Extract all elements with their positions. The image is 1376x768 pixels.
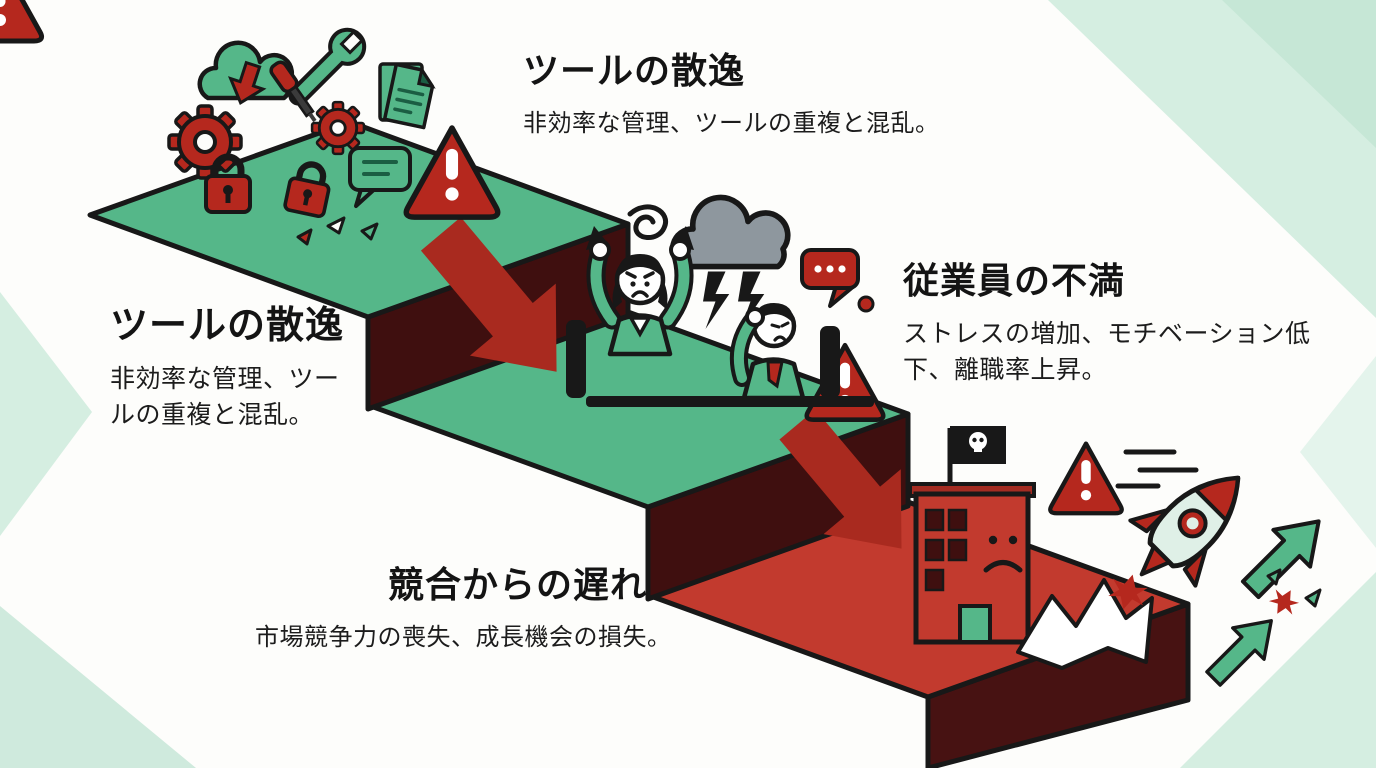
section-title: 競合からの遅れ xyxy=(388,565,648,606)
screwdriver-icon xyxy=(269,60,317,123)
padlock-icon xyxy=(283,161,331,219)
growth-arrow-icon xyxy=(1205,619,1273,687)
office-chair xyxy=(820,326,840,398)
section-description: 非効率な管理、ツールの重複と混乱。 xyxy=(110,364,340,429)
gear-icon xyxy=(167,104,243,180)
decline-arrow-2 xyxy=(779,409,902,549)
speech-bubble-icon xyxy=(348,146,412,208)
section-label-falling-behind: 競合からの遅れ 市場競争力の喪失、成長機会の損失。 xyxy=(255,556,895,654)
office-chair xyxy=(566,320,586,398)
break-burst-icon xyxy=(1108,574,1148,610)
motion-lines xyxy=(1115,449,1199,489)
section-label-employee-dissatisfaction: 従業員の不満 ストレスの増加、モチベーション低下、離職率上昇。 xyxy=(903,252,1321,387)
growth-arrow-icon xyxy=(1240,519,1321,600)
section-description: ストレスの増加、モチベーション低下、離職率上昇。 xyxy=(903,319,1311,384)
lightning-icon xyxy=(738,271,765,329)
debris-shards xyxy=(296,216,379,246)
frustration-scribble-icon xyxy=(627,204,669,240)
document-icon xyxy=(378,62,436,130)
section-title: ツールの散逸 xyxy=(523,51,746,92)
padlock-icon xyxy=(204,153,252,214)
break-burst-icon xyxy=(1268,589,1300,615)
section-description: 市場競争力の喪失、成長機会の損失。 xyxy=(255,623,672,651)
smoke-cloud xyxy=(1016,578,1154,670)
lightning-icon xyxy=(703,271,730,329)
company-building xyxy=(908,426,1036,645)
gear-icon xyxy=(310,100,366,156)
section-description: 非効率な管理、ツールの重複と混乱。 xyxy=(523,109,940,137)
chat-bubble-icon xyxy=(800,248,875,313)
black-flag-icon xyxy=(947,426,1006,492)
section-label-tools-left: ツールの散逸 非効率な管理、ツールの重複と混乱。 xyxy=(110,294,360,432)
warning-triangle-icon xyxy=(1050,444,1121,514)
decline-arrow-1 xyxy=(420,217,557,372)
stressed-worker-1 xyxy=(586,204,694,357)
storm-cloud-icon xyxy=(669,194,791,329)
section-title: 従業員の不満 xyxy=(903,261,1126,302)
stressed-worker-2 xyxy=(729,303,840,401)
building-door xyxy=(958,604,992,644)
cloud-sync-icon xyxy=(197,40,295,106)
building-windows xyxy=(924,508,968,592)
section-title: ツールの散逸 xyxy=(110,303,345,347)
desk xyxy=(586,396,874,407)
rocket-icon xyxy=(1128,475,1241,588)
wrench-icon xyxy=(288,27,367,106)
section-label-tools-top: ツールの散逸 非効率な管理、ツールの重複と混乱。 xyxy=(523,42,1103,140)
debris-shards xyxy=(1266,568,1322,608)
